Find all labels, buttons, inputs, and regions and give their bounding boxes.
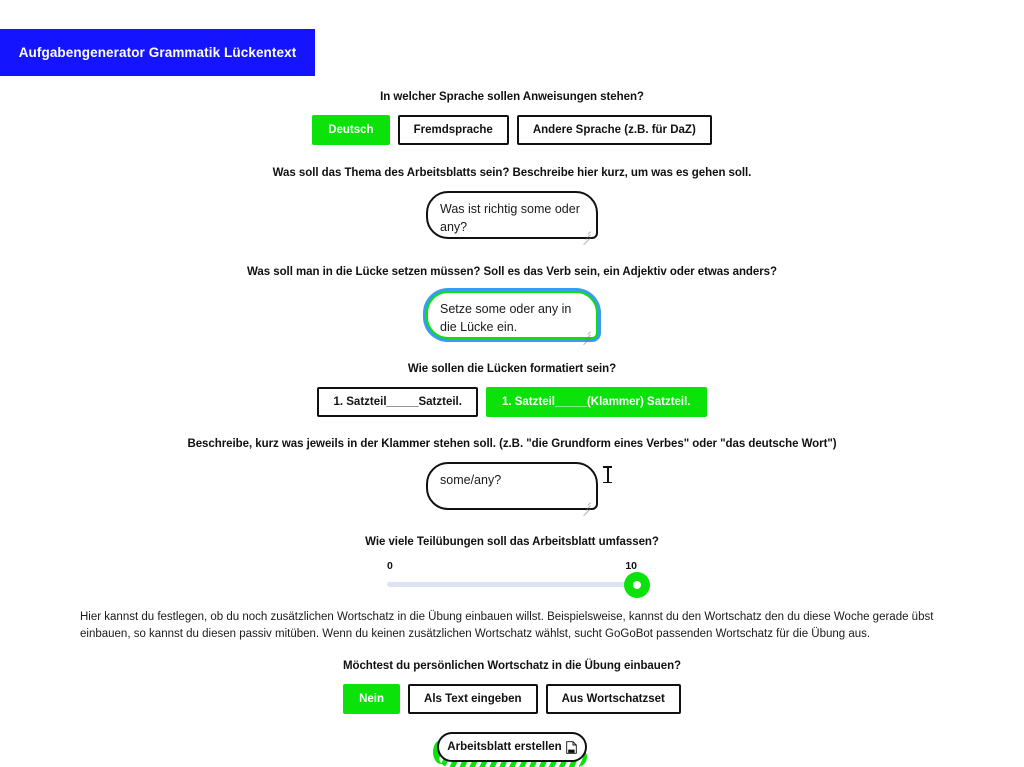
app-title: Aufgabengenerator Grammatik Lückentext: [18, 45, 297, 60]
exercise-count-slider[interactable]: 0 10: [387, 560, 650, 598]
language-option-fremdsprache[interactable]: Fremdsprache: [397, 115, 509, 145]
language-question: In welcher Sprache sollen Anweisungen st…: [380, 91, 644, 103]
pdf-document-icon: [565, 740, 577, 754]
vocabulary-options: Nein Als Text eingeben Aus Wortschatzset: [0, 684, 1024, 714]
section-gap-format: Wie sollen die Lücken formatiert sein? 1…: [0, 363, 1024, 417]
slider-max-label: 10: [625, 560, 637, 572]
gap-format-option-klammer[interactable]: 1. Satzteil_____(Klammer) Satzteil.: [485, 387, 707, 417]
section-vocabulary: Möchtest du persönlichen Wortschatz in d…: [0, 660, 1024, 714]
language-option-andere-sprache[interactable]: Andere Sprache (z.B. für DaZ): [516, 115, 712, 145]
vocabulary-option-wortschatzset[interactable]: Aus Wortschatzset: [545, 684, 681, 714]
section-bracket-hint: Beschreibe, kurz was jeweils in der Klam…: [0, 438, 1024, 517]
gap-content-question: Was soll man in die Lücke setzen müssen?…: [247, 266, 777, 278]
section-exercise-count: Wie viele Teilübungen soll das Arbeitsbl…: [0, 536, 1024, 598]
section-topic: Was soll das Thema des Arbeitsblatts sei…: [0, 167, 1024, 246]
section-language: In welcher Sprache sollen Anweisungen st…: [0, 91, 1024, 145]
topic-textarea[interactable]: [426, 191, 598, 239]
exercise-count-question: Wie viele Teilübungen soll das Arbeitsbl…: [365, 536, 659, 548]
bracket-hint-textarea[interactable]: [426, 462, 598, 510]
bracket-hint-textarea-shell: [426, 462, 598, 517]
create-worksheet-button[interactable]: Arbeitsblatt erstellen: [437, 732, 587, 762]
bracket-hint-question: Beschreibe, kurz was jeweils in der Klam…: [187, 438, 837, 450]
vocabulary-question: Möchtest du persönlichen Wortschatz in d…: [342, 660, 682, 672]
topic-textarea-shell: [426, 191, 598, 246]
submit-area: Arbeitsblatt erstellen: [433, 732, 587, 767]
generator-form: In welcher Sprache sollen Anweisungen st…: [0, 76, 1024, 767]
slider-thumb[interactable]: [624, 571, 650, 598]
slider-min-label: 0: [387, 560, 393, 572]
gap-format-option-plain[interactable]: 1. Satzteil_____Satzteil.: [317, 387, 478, 417]
page-root: { "header": { "title": "Aufgabengenerato…: [0, 0, 1024, 693]
section-gap-content: Was soll man in die Lücke setzen müssen?…: [0, 266, 1024, 346]
create-worksheet-label: Arbeitsblatt erstellen: [447, 741, 562, 753]
topic-question: Was soll das Thema des Arbeitsblatts sei…: [272, 167, 752, 179]
language-options: Deutsch Fremdsprache Andere Sprache (z.B…: [0, 115, 1024, 145]
app-header-bar: Aufgabengenerator Grammatik Lückentext: [0, 29, 315, 76]
slider-track[interactable]: [387, 571, 650, 598]
gap-format-question: Wie sollen die Lücken formatiert sein?: [407, 363, 617, 375]
vocabulary-option-als-text[interactable]: Als Text eingeben: [408, 684, 538, 714]
slider-end-labels: 0 10: [387, 560, 637, 572]
gap-format-options: 1. Satzteil_____Satzteil. 1. Satzteil___…: [0, 387, 1024, 417]
vocabulary-info-text: Hier kannst du festlegen, ob du noch zus…: [80, 611, 934, 640]
gap-content-textarea-shell: [426, 291, 598, 346]
language-option-deutsch[interactable]: Deutsch: [312, 115, 390, 145]
gap-content-textarea[interactable]: [426, 291, 598, 339]
vocabulary-option-nein[interactable]: Nein: [343, 684, 401, 714]
